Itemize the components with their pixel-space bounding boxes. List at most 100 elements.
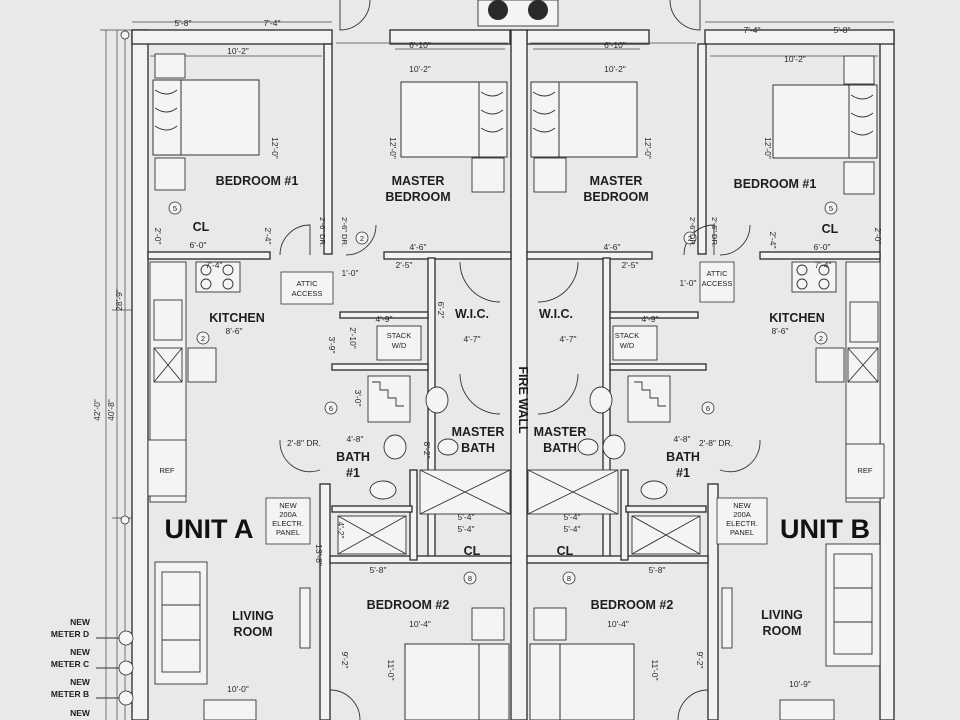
tv-b <box>721 587 733 649</box>
outer-wall-right <box>879 29 895 720</box>
dim-stack-a-w: 4'-9" <box>376 314 393 324</box>
label-bedroom1-a: BEDROOM #1 <box>216 174 299 188</box>
tag-2-b: 2 <box>819 334 823 343</box>
label-living-b-2: ROOM <box>763 624 802 638</box>
label-meter-d-1: NEW <box>70 617 91 627</box>
label-master-bath-b-2: BATH <box>543 441 577 455</box>
label-panel-a-4: PANEL <box>276 528 300 537</box>
dim-cl-c-a: 5'-8" <box>370 565 387 575</box>
dim-mbeda-h: 12'-0" <box>388 137 398 159</box>
tag-2-a: 2 <box>201 334 205 343</box>
label-master-bath-a-2: BATH <box>461 441 495 455</box>
dim-liv-b-w: 10'-9" <box>789 679 811 689</box>
dim-bed1a-w: 10'-2" <box>227 46 249 56</box>
label-master-bedroom-b-1: MASTER <box>590 174 643 188</box>
label-meter-b-1: NEW <box>70 677 91 687</box>
dim-liv-a-w: 10'-0" <box>227 684 249 694</box>
dim-stack-b-w: 4'-9" <box>642 314 659 324</box>
wall-mbath-b <box>620 469 629 561</box>
dim-bed2a-h: 11'-0" <box>386 659 396 680</box>
panel-b-box <box>716 497 768 545</box>
dim-dr-bath-b: 2'-8" DR. <box>699 438 733 448</box>
label-panel-b-1: NEW <box>733 501 751 510</box>
wall-under-bed1a <box>147 251 271 260</box>
label-cl-center-a: CL <box>464 544 481 558</box>
dim-v5: 4'-2" <box>336 522 346 539</box>
tag-6-a: 6 <box>329 404 333 413</box>
bed-bed1b <box>772 55 878 195</box>
label-unit-b: UNIT B <box>780 514 870 544</box>
label-living-b-1: LIVING <box>761 608 803 622</box>
dim-v3: 6'-2" <box>436 302 446 319</box>
wall-bed1a-mbeda <box>323 43 333 255</box>
dim-cl-b-h1: 2'-4" <box>768 232 778 249</box>
dim-dr-bath-a: 2'-8" DR. <box>287 438 321 448</box>
wall-under-mbeda <box>383 251 512 260</box>
dim-cl-b-h2: 2'-0" <box>873 228 883 245</box>
dim-kit-a-w: 8'-6" <box>226 326 243 336</box>
label-fire-wall: FIRE WALL <box>516 366 530 434</box>
bed-bed2a <box>404 607 510 720</box>
outer-wall-left <box>131 29 149 720</box>
sink-bath1-b <box>602 434 626 460</box>
furniture <box>147 53 885 720</box>
dim-cl-b-w: 6'-0" <box>814 242 831 252</box>
label-cl-a: CL <box>193 220 210 234</box>
dim-bed1a-h: 12'-0" <box>270 137 280 159</box>
label-bath1-a-1: BATH <box>336 450 370 464</box>
dim-wic-a-w: 4'-7" <box>464 334 481 344</box>
label-ref-a: REF <box>160 466 175 475</box>
tag-numbers: 5 5 2 2 6 6 8 8 2 2 <box>173 204 833 583</box>
dim-bed2a-w: 10'-4" <box>409 619 431 629</box>
wall-mbath-a <box>409 469 418 561</box>
label-panel-b-4: PANEL <box>730 528 754 537</box>
top-wall-a1 <box>131 29 333 45</box>
dim-kit-b-w: 8'-6" <box>772 326 789 336</box>
sofa-b <box>825 543 881 667</box>
label-master-bedroom-b-2: BEDROOM <box>583 190 648 204</box>
dim-cl-a-h2: 2'-4" <box>263 228 273 245</box>
dim-mbeda-w2: 6'-10" <box>409 40 431 50</box>
dim-overall-3: 40'-8" <box>106 399 116 421</box>
tag-2-d: 2 <box>688 234 692 243</box>
label-attic-b-2: ACCESS <box>702 279 733 288</box>
dim-mbedb-w: 10'-2" <box>604 64 626 74</box>
dim-kit-b-top: 7'-4" <box>815 260 832 270</box>
dim-v1: 3'-9" <box>327 337 337 354</box>
label-panel-a-2: 200A <box>279 510 297 519</box>
tag-5-b: 5 <box>829 204 833 213</box>
bed-bed2b <box>529 607 635 720</box>
stack-wd-b <box>612 325 658 361</box>
dimension-labels: 5'-8" 7'-4" 7'-4" 5'-8" 10'-2" 6'-10" 10… <box>92 18 883 694</box>
wall-living-b <box>707 483 719 720</box>
toilet-mbath-b <box>577 438 599 456</box>
tv-a <box>299 587 311 649</box>
doors <box>279 0 761 720</box>
label-meter-new: NEW <box>70 708 91 718</box>
label-kitchen-b: KITCHEN <box>769 311 825 325</box>
label-master-bedroom-a-2: BEDROOM <box>385 190 450 204</box>
label-bath1-b-1: BATH <box>666 450 700 464</box>
dim-mb-a-w2: 5'-4" <box>458 524 475 534</box>
dim-bed1b-w: 10'-2" <box>784 54 806 64</box>
top-wall-a2 <box>389 29 511 45</box>
dim-wic-a-2: 2'-5" <box>396 260 413 270</box>
meters <box>96 630 134 706</box>
dim-v4: 8'-2" <box>422 442 432 459</box>
stack-wd-a <box>376 325 422 361</box>
label-attic-a-2: ACCESS <box>292 289 323 298</box>
label-master-bath-a-1: MASTER <box>452 425 505 439</box>
wall-bed2b-top <box>526 555 709 564</box>
wall-bed2a-top <box>329 555 512 564</box>
dim-bed1b-h: 12'-0" <box>763 137 773 159</box>
label-stack-a-1: STACK <box>387 331 411 340</box>
label-cl-b: CL <box>822 222 839 236</box>
top-wall-b1 <box>704 29 895 45</box>
wall-bath-a-top <box>331 363 429 371</box>
bed-mbeda <box>400 81 508 193</box>
dim-wic-b-2: 2'-5" <box>622 260 639 270</box>
dim-wic-b-w: 4'-7" <box>560 334 577 344</box>
dim-mb-b-w2: 5'-4" <box>564 524 581 534</box>
shower-a <box>367 375 411 423</box>
